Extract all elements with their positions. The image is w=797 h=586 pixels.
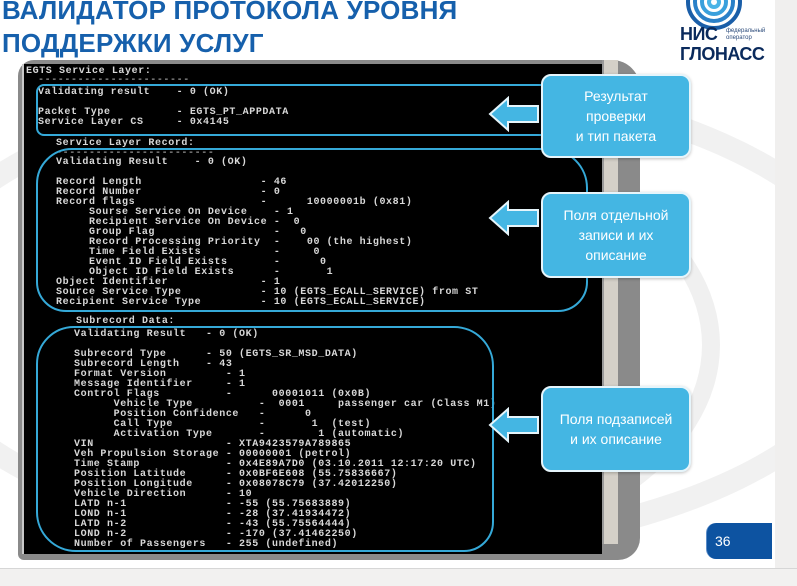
slide: ВАЛИДАТОР ПРОТОКОЛА УРОВНЯ ПОДДЕРЖКИ УСЛ…	[0, 0, 775, 560]
console-line: Record Number - 0	[56, 187, 281, 198]
console-line: LATD n-1 - -55 (55.75683889)	[74, 499, 352, 510]
slide-title: ВАЛИДАТОР ПРОТОКОЛА УРОВНЯ ПОДДЕРЖКИ УСЛ…	[2, 0, 457, 60]
console-line: Control Flags - 00001011 (0x0B)	[74, 389, 372, 400]
title-line-1: ВАЛИДАТОР ПРОТОКОЛА УРОВНЯ	[2, 0, 458, 25]
signal-waves-icon	[686, 0, 742, 30]
console-line: Vehicle Direction - 10	[74, 489, 253, 500]
callout-text-line: Результат	[584, 88, 648, 104]
console-header: EGTS Service Layer:	[26, 66, 152, 77]
console-line: Number of Passengers - 255 (undefined)	[74, 539, 339, 550]
console-line: LATD n-2 - -43 (55.75564444)	[74, 519, 352, 530]
console-line: Recipient Service On Device - 0	[56, 217, 301, 228]
title-line-2: ПОДДЕРЖКИ УСЛУГ	[2, 28, 264, 58]
viewer-bottom-margin	[0, 568, 797, 586]
logo-subtitle: федеральный оператор	[726, 28, 765, 42]
subrecord-header: Subrecord Data:	[76, 316, 176, 327]
arrow-left-icon	[488, 96, 539, 132]
callout-validation-result: Результат проверки и тип пакета	[541, 74, 691, 158]
callout-text-line: и тип пакета	[575, 128, 657, 144]
console-line: Activation Type - 1 (automatic)	[74, 429, 405, 440]
console-line: Message Identifier - 1	[74, 379, 246, 390]
callout-text-line: Поля отдельной	[563, 207, 669, 223]
logo-subtitle-line-1: федеральный	[726, 28, 766, 34]
nis-glonass-logo: НИС федеральный оператор ГЛОНАСС	[664, 0, 774, 72]
console-line: LOND n-1 - -28 (37.41934472)	[74, 509, 352, 520]
logo-glonass-text: ГЛОНАСС	[680, 44, 765, 64]
callout-text-line: записи и их	[578, 227, 654, 243]
console-line: Recipient Service Type - 10 (EGTS_ECALL_…	[56, 297, 426, 308]
console-line: Service Layer CS - 0x4145	[38, 117, 230, 128]
viewer-right-margin	[775, 0, 797, 586]
console-line: Position Confidence - 0	[74, 409, 312, 420]
console-line: Time Stamp - 0x4E89A7D0 (03.10.2011 12:1…	[74, 459, 477, 470]
record-separator: ------------------------	[56, 148, 215, 159]
arrow-left-icon	[488, 407, 539, 443]
callout-text-line: описание	[585, 247, 647, 263]
page-number-badge: 36	[706, 523, 772, 559]
console-line: Object ID Field Exists - 1	[56, 267, 334, 278]
console-line: Veh Propulsion Storage - 00000001 (petro…	[74, 449, 352, 460]
callout-subrecord-fields: Поля подзаписей и их описание	[541, 386, 691, 472]
console-separator: -----------------------	[38, 75, 190, 86]
console-line: Position Latitude - 0x0BF6E608 (55.75836…	[74, 469, 398, 480]
console-window: EGTS Service Layer: --------------------…	[22, 64, 602, 554]
console-line: Position Longitude - 0x08078C79 (37.4201…	[74, 479, 398, 490]
console-line: Record Processing Priority - 00 (the hig…	[56, 237, 413, 248]
callout-text-line: проверки	[586, 108, 646, 124]
console-line: Group Flag - 0	[56, 227, 307, 238]
record-header: Service Layer Record:	[56, 138, 195, 149]
arrow-left-icon	[488, 200, 539, 236]
console-line: Time Field Exists - 0	[56, 247, 321, 258]
logo-subtitle-line-2: оператор	[726, 35, 752, 41]
console-line: Validating Result - 0 (OK)	[56, 157, 248, 168]
callout-text-line: и их описание	[570, 431, 662, 447]
logo-nis-text: НИС	[680, 24, 718, 44]
console-line: Record flags - 10000001b (0x81)	[56, 197, 413, 208]
callout-record-fields: Поля отдельной записи и их описание	[541, 192, 691, 278]
console-line: Call Type - 1 (test)	[74, 419, 372, 430]
highlight-subrecord	[36, 326, 494, 552]
console-line: Subrecord Length - 43	[74, 359, 233, 370]
console-line: Sourse Service On Device - 1	[56, 207, 294, 218]
console-line: Validating result - 0 (OK)	[38, 87, 230, 98]
console-line: LOND n-2 - -170 (37.41462250)	[74, 529, 358, 540]
console-line: VIN - XTA9423579A789865	[74, 439, 352, 450]
console-line: Packet Type - EGTS_PT_APPDATA	[38, 107, 289, 118]
console-line: Subrecord Type - 50 (EGTS_SR_MSD_DATA)	[74, 349, 358, 360]
console-line: Format Version - 1	[74, 369, 246, 380]
console-line: Validating Result - 0 (OK)	[74, 329, 259, 340]
console-line: Event ID Field Exists - 0	[56, 257, 327, 268]
callout-text-line: Поля подзаписей	[559, 411, 673, 427]
console-line: Vehicle Type - 0001 passenger car (Class…	[74, 399, 497, 410]
